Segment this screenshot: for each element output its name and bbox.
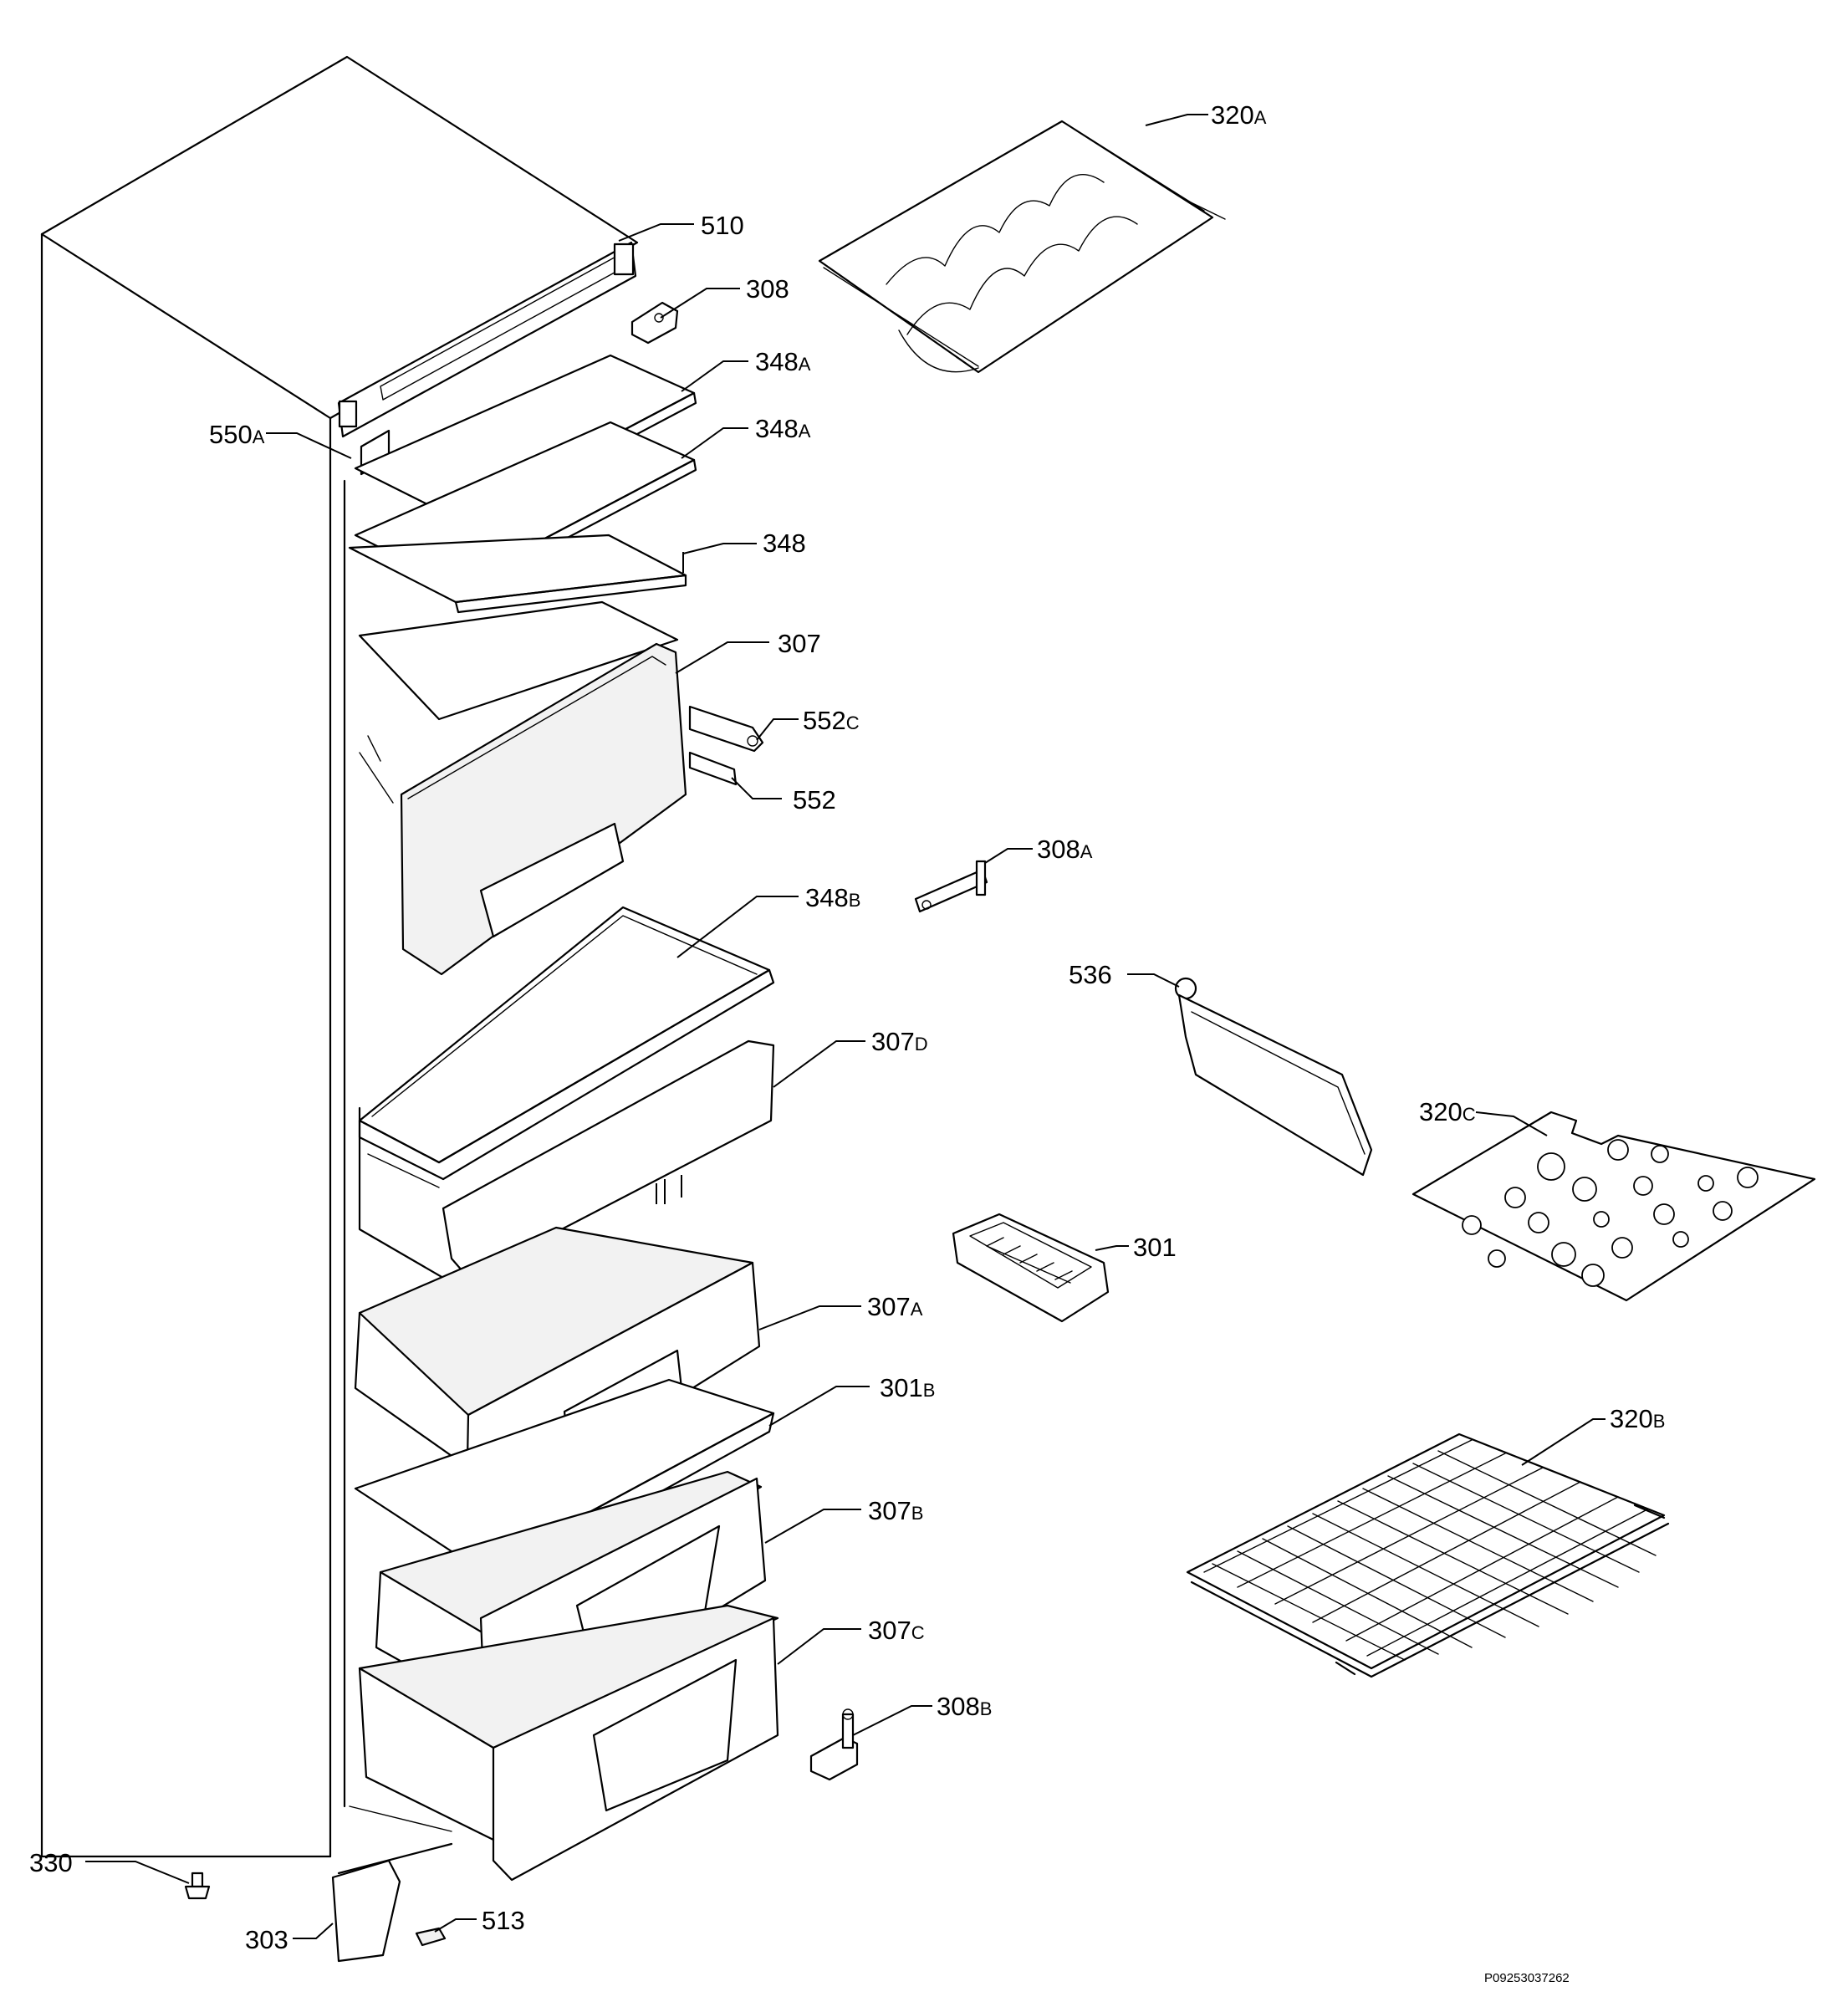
label-513: 513 [482, 1906, 525, 1935]
cabinet-body [40, 55, 639, 1858]
part-307-flap [359, 642, 687, 976]
label-307B: 307B [868, 1496, 923, 1525]
label-330: 330 [29, 1848, 73, 1877]
part-320B-wire-shelf [1186, 1432, 1670, 1678]
label-307A: 307A [867, 1292, 923, 1321]
label-348: 348 [763, 529, 806, 558]
label-308B: 308B [937, 1692, 992, 1721]
label-348A1: 348A [755, 347, 811, 376]
leader-lines [85, 114, 1606, 1939]
label-307D: 307D [871, 1027, 928, 1056]
label-510: 510 [701, 211, 744, 240]
part-307D-drawer [358, 1039, 775, 1279]
label-308: 308 [746, 274, 789, 304]
label-308A: 308A [1037, 835, 1093, 864]
part-307C-drawer [358, 1604, 779, 1882]
part-330-foot-screw [184, 1872, 211, 1900]
label-320A: 320A [1211, 100, 1267, 130]
label-536: 536 [1069, 960, 1112, 989]
part-308A-hinge [914, 860, 988, 913]
label-301: 301 [1133, 1233, 1177, 1262]
part-536-divider [1174, 977, 1373, 1177]
label-301B: 301B [880, 1373, 935, 1402]
label-307C: 307C [868, 1616, 925, 1645]
part-301-ice-tray [952, 1213, 1110, 1323]
label-552: 552 [793, 785, 836, 815]
part-513-clip [415, 1927, 447, 1947]
part-552-rail [688, 751, 738, 786]
label-303: 303 [245, 1925, 288, 1954]
part-348-shelf [348, 534, 687, 721]
part-308B-hinge [809, 1708, 859, 1781]
part-303-hinge-cover [331, 1842, 453, 1963]
part-320C-perforated-plate [1412, 1111, 1816, 1302]
part-552C-rail [688, 705, 764, 753]
part-320A-bottle-rack [818, 120, 1226, 374]
label-348B: 348B [805, 883, 860, 912]
part-510-top-panel [337, 241, 637, 438]
label-348A2: 348A [755, 414, 811, 443]
label-550A: 550A [209, 420, 265, 449]
drawing-code: P09253037262 [1484, 1971, 1570, 1985]
part-labels: 510 308 348A 348A 550A 348 307 552C 552 348B 307D 3… [29, 100, 1665, 1954]
part-308-hinge [630, 301, 679, 345]
label-307: 307 [778, 629, 821, 658]
label-320B: 320B [1610, 1404, 1665, 1433]
label-320C: 320C [1419, 1097, 1476, 1126]
label-552C: 552C [803, 706, 860, 735]
